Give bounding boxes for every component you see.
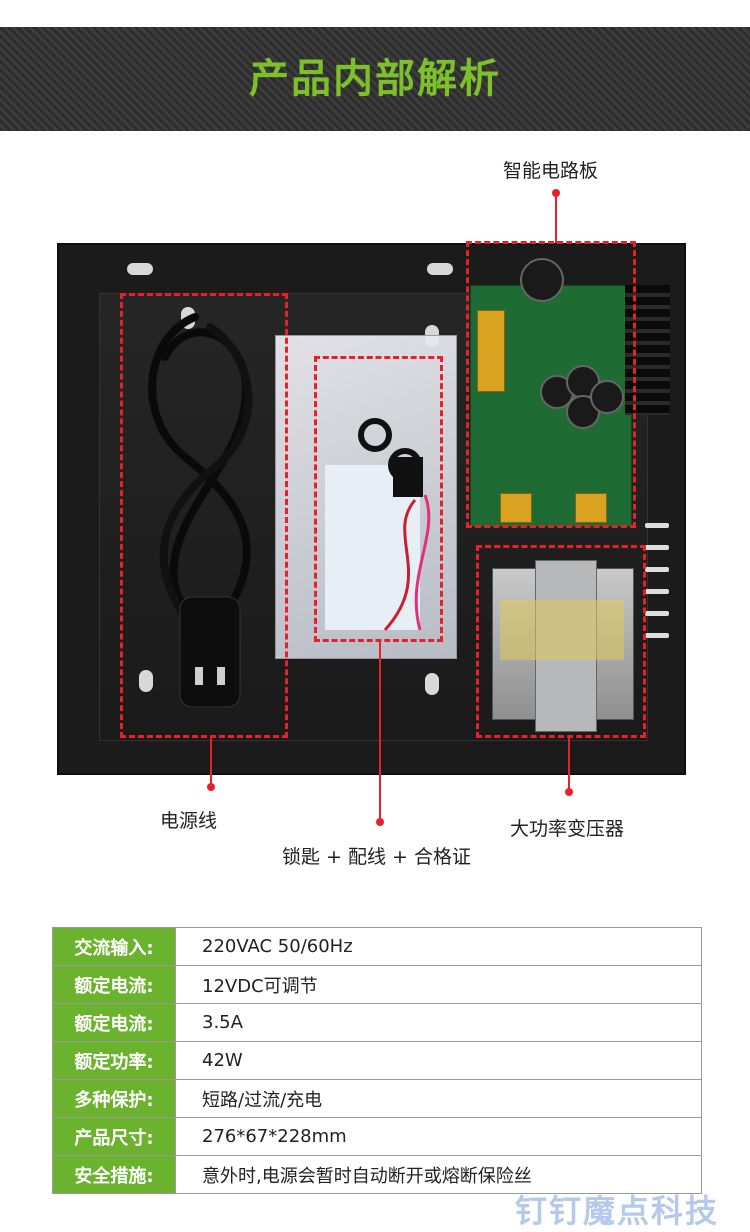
terminal-block (575, 493, 607, 523)
spec-table: 交流输入: 220VAC 50/60Hz 额定电流: 12VDC可调节 额定电流… (52, 927, 702, 1194)
terminal-block (477, 310, 505, 392)
callout-circuit-board-label: 智能电路板 (503, 160, 599, 182)
callout-dot-power-cord (207, 783, 215, 791)
spec-row: 额定电流: 12VDC可调节 (52, 965, 702, 1004)
mount-slot (427, 263, 453, 275)
spec-row: 产品尺寸: 276*67*228mm (52, 1117, 702, 1156)
spec-row: 多种保护: 短路/过流/充电 (52, 1079, 702, 1118)
vent-slot (645, 611, 669, 616)
header-banner: 产品内部解析 (0, 27, 750, 131)
mount-slot (127, 263, 153, 275)
spec-label: 多种保护: (52, 1079, 176, 1118)
highlight-keys-wiring (314, 356, 443, 642)
vent-slot (645, 633, 669, 638)
spec-label: 交流输入: (52, 927, 176, 966)
callout-dot-transformer (565, 788, 573, 796)
vent-slot (645, 567, 669, 572)
vent-slot (645, 545, 669, 550)
transformer-coil (500, 600, 624, 660)
spec-value: 意外时,电源会暂时自动断开或熔断保险丝 (175, 1155, 702, 1194)
callout-power-cord-label: 电源线 (160, 810, 218, 832)
callout-line-power-cord (210, 738, 212, 786)
spec-row: 额定功率: 42W (52, 1041, 702, 1080)
spec-value: 3.5A (175, 1003, 702, 1042)
spec-value: 12VDC可调节 (175, 965, 702, 1004)
highlight-transformer (476, 545, 646, 738)
callout-transformer-label: 大功率变压器 (510, 818, 625, 840)
callout-line-keys-wiring (379, 642, 381, 820)
spec-label: 安全措施: (52, 1155, 176, 1194)
page-title: 产品内部解析 (249, 56, 501, 102)
vent-slot (645, 523, 669, 528)
callout-line-transformer (568, 738, 570, 790)
spec-label: 额定电流: (52, 1003, 176, 1042)
fuse-holder (520, 258, 564, 302)
highlight-power-cord (120, 293, 288, 738)
vent-slot (645, 589, 669, 594)
spec-value: 276*67*228mm (175, 1117, 702, 1156)
mount-slot (139, 670, 153, 692)
spec-row: 交流输入: 220VAC 50/60Hz (52, 927, 702, 966)
spec-row: 额定电流: 3.5A (52, 1003, 702, 1042)
spec-value: 220VAC 50/60Hz (175, 927, 702, 966)
spec-row: 安全措施: 意外时,电源会暂时自动断开或熔断保险丝 (52, 1155, 702, 1194)
terminal-block (500, 493, 532, 523)
spec-value: 42W (175, 1041, 702, 1080)
capacitor (590, 380, 624, 414)
callout-dot-keys-wiring (376, 818, 384, 826)
power-cord-image (148, 313, 253, 708)
highlight-circuit-board (466, 241, 636, 528)
spec-value: 短路/过流/充电 (175, 1079, 702, 1118)
watermark: 钉钉魔点科技 (515, 1192, 720, 1230)
spec-label: 额定电流: (52, 965, 176, 1004)
spec-label: 额定功率: (52, 1041, 176, 1080)
callout-line-circuit-board (555, 193, 557, 243)
keys-and-wiring-image (358, 418, 431, 632)
mount-slot (425, 673, 439, 695)
spec-label: 产品尺寸: (52, 1117, 176, 1156)
heatsink-image (625, 285, 670, 415)
callout-key-wiring-label: 锁匙 + 配线 + 合格证 (282, 846, 471, 868)
